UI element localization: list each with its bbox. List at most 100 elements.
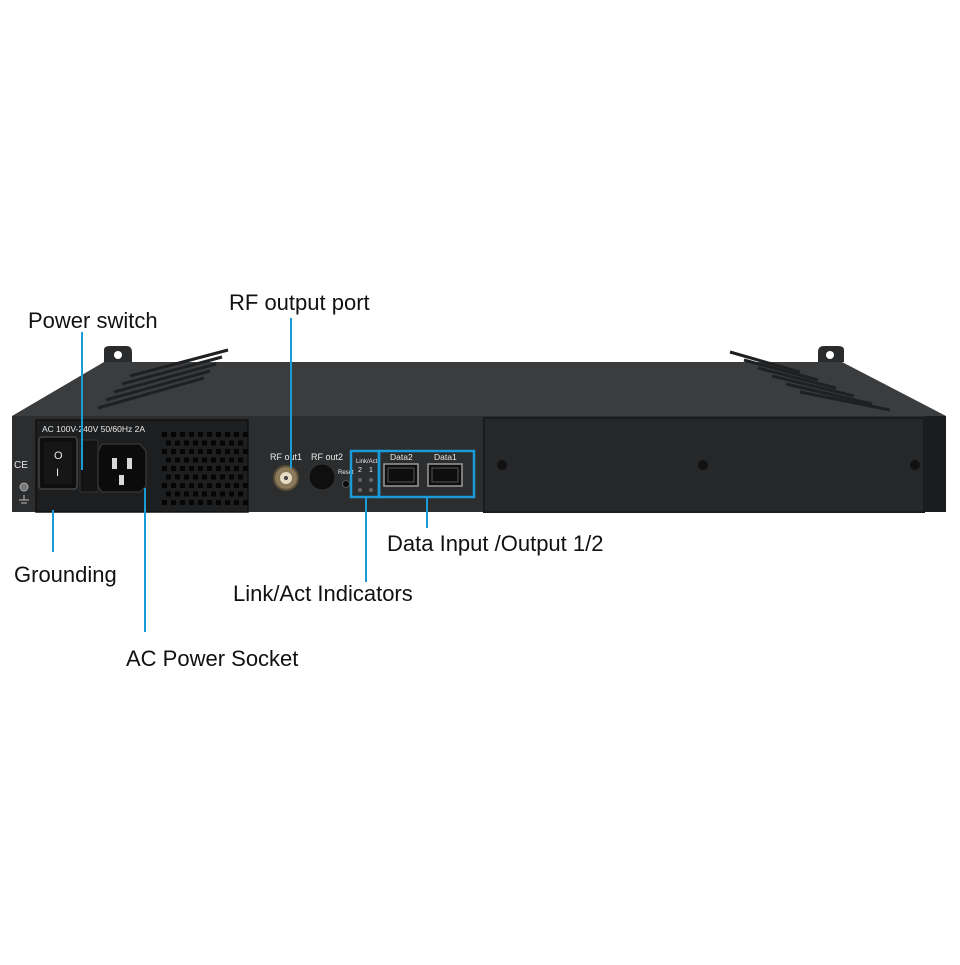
vent-hole <box>184 491 189 497</box>
vent-hole <box>225 466 230 471</box>
vent-hole <box>162 432 167 437</box>
vent-hole <box>238 474 243 480</box>
vent-hole <box>216 483 221 488</box>
vent-hole <box>198 432 203 437</box>
panel-screw <box>910 460 920 470</box>
data1-sfp-port[interactable] <box>427 463 463 487</box>
vent-hole <box>229 491 234 497</box>
rf-out1-label: RF out1 <box>270 452 302 462</box>
power-rating-label: AC 100V-240V 50/60Hz 2A <box>42 424 145 434</box>
psu-vent-grid <box>162 432 248 505</box>
vent-hole <box>238 440 243 446</box>
vent-hole <box>198 449 203 454</box>
vent-hole <box>171 449 176 454</box>
vent-hole <box>243 466 248 471</box>
data-io-callout: Data Input /Output 1/2 <box>387 531 604 556</box>
vent-hole <box>180 466 185 471</box>
vent-hole <box>162 466 167 471</box>
act-led <box>369 488 373 492</box>
vent-hole <box>220 457 225 463</box>
socket-pin <box>119 475 124 485</box>
vent-hole <box>198 483 203 488</box>
vent-hole <box>193 440 198 446</box>
rf-output-port-callout: RF output port <box>229 290 370 315</box>
ac-power-socket[interactable] <box>97 443 147 493</box>
grounding-terminal[interactable] <box>19 482 29 492</box>
vent-hole <box>171 500 176 505</box>
act-led <box>358 488 362 492</box>
panel-screw <box>698 460 708 470</box>
vent-hole <box>189 432 194 437</box>
vent-hole <box>193 457 198 463</box>
vent-hole <box>225 483 230 488</box>
vent-hole <box>171 483 176 488</box>
vent-hole <box>180 500 185 505</box>
data1-label: Data1 <box>434 452 457 462</box>
power-switch-callout: Power switch <box>28 308 158 333</box>
vent-hole <box>175 457 180 463</box>
link-act-label: Link/Act <box>356 459 378 465</box>
vent-hole <box>229 474 234 480</box>
power-switch-rocker[interactable] <box>44 442 72 484</box>
reset-button[interactable] <box>342 480 350 488</box>
chassis-right-side <box>924 416 946 512</box>
vent-hole <box>211 474 216 480</box>
vent-hole <box>166 457 171 463</box>
rf-out2-cap[interactable] <box>308 463 336 491</box>
vent-hole <box>234 432 239 437</box>
led-1-label: 1 <box>369 467 373 474</box>
sfp-cage <box>431 467 459 483</box>
vent-hole <box>225 500 230 505</box>
vent-hole <box>243 500 248 505</box>
vent-hole <box>229 440 234 446</box>
led-2-label: 2 <box>358 467 362 474</box>
top-vents-right <box>729 350 891 412</box>
top-vents-left <box>97 348 229 410</box>
vent-hole <box>207 483 212 488</box>
vent-hole <box>216 466 221 471</box>
sfp-cage <box>387 467 415 483</box>
vent-hole <box>220 474 225 480</box>
ce-mark: CE <box>14 460 28 471</box>
vent-hole <box>225 449 230 454</box>
vent-hole <box>175 491 180 497</box>
vent-hole <box>180 483 185 488</box>
vent-hole <box>243 432 248 437</box>
vent-hole <box>211 457 216 463</box>
vent-hole <box>175 474 180 480</box>
vent-hole <box>211 440 216 446</box>
vent-hole <box>238 457 243 463</box>
vent-hole <box>229 457 234 463</box>
vent-hole <box>162 500 167 505</box>
vent-hole <box>198 500 203 505</box>
grounding-callout: Grounding <box>14 562 117 587</box>
vent-hole <box>234 500 239 505</box>
link-act-indicators-callout: Link/Act Indicators <box>233 581 413 606</box>
data2-sfp-port[interactable] <box>383 463 419 487</box>
vent-hole <box>198 466 203 471</box>
vent-hole <box>166 491 171 497</box>
vent-hole <box>225 432 230 437</box>
data2-label: Data2 <box>390 452 413 462</box>
vent-hole <box>193 491 198 497</box>
vent-hole <box>202 457 207 463</box>
vent-hole <box>216 449 221 454</box>
vent-hole <box>202 440 207 446</box>
vent-hole <box>180 432 185 437</box>
vent-hole <box>211 491 216 497</box>
ground-symbol-icon <box>19 495 29 504</box>
rf-out2-label: RF out2 <box>311 452 343 462</box>
vent-hole <box>207 449 212 454</box>
vent-hole <box>189 449 194 454</box>
vent-hole <box>243 483 248 488</box>
vent-hole <box>243 449 248 454</box>
socket-pin <box>112 458 117 469</box>
vent-hole <box>220 491 225 497</box>
vent-hole <box>171 466 176 471</box>
link-led <box>369 478 373 482</box>
vent-hole <box>184 457 189 463</box>
vent-hole <box>166 474 171 480</box>
vent-hole <box>234 466 239 471</box>
vent-hole <box>162 483 167 488</box>
ac-power-socket-callout: AC Power Socket <box>126 646 299 671</box>
